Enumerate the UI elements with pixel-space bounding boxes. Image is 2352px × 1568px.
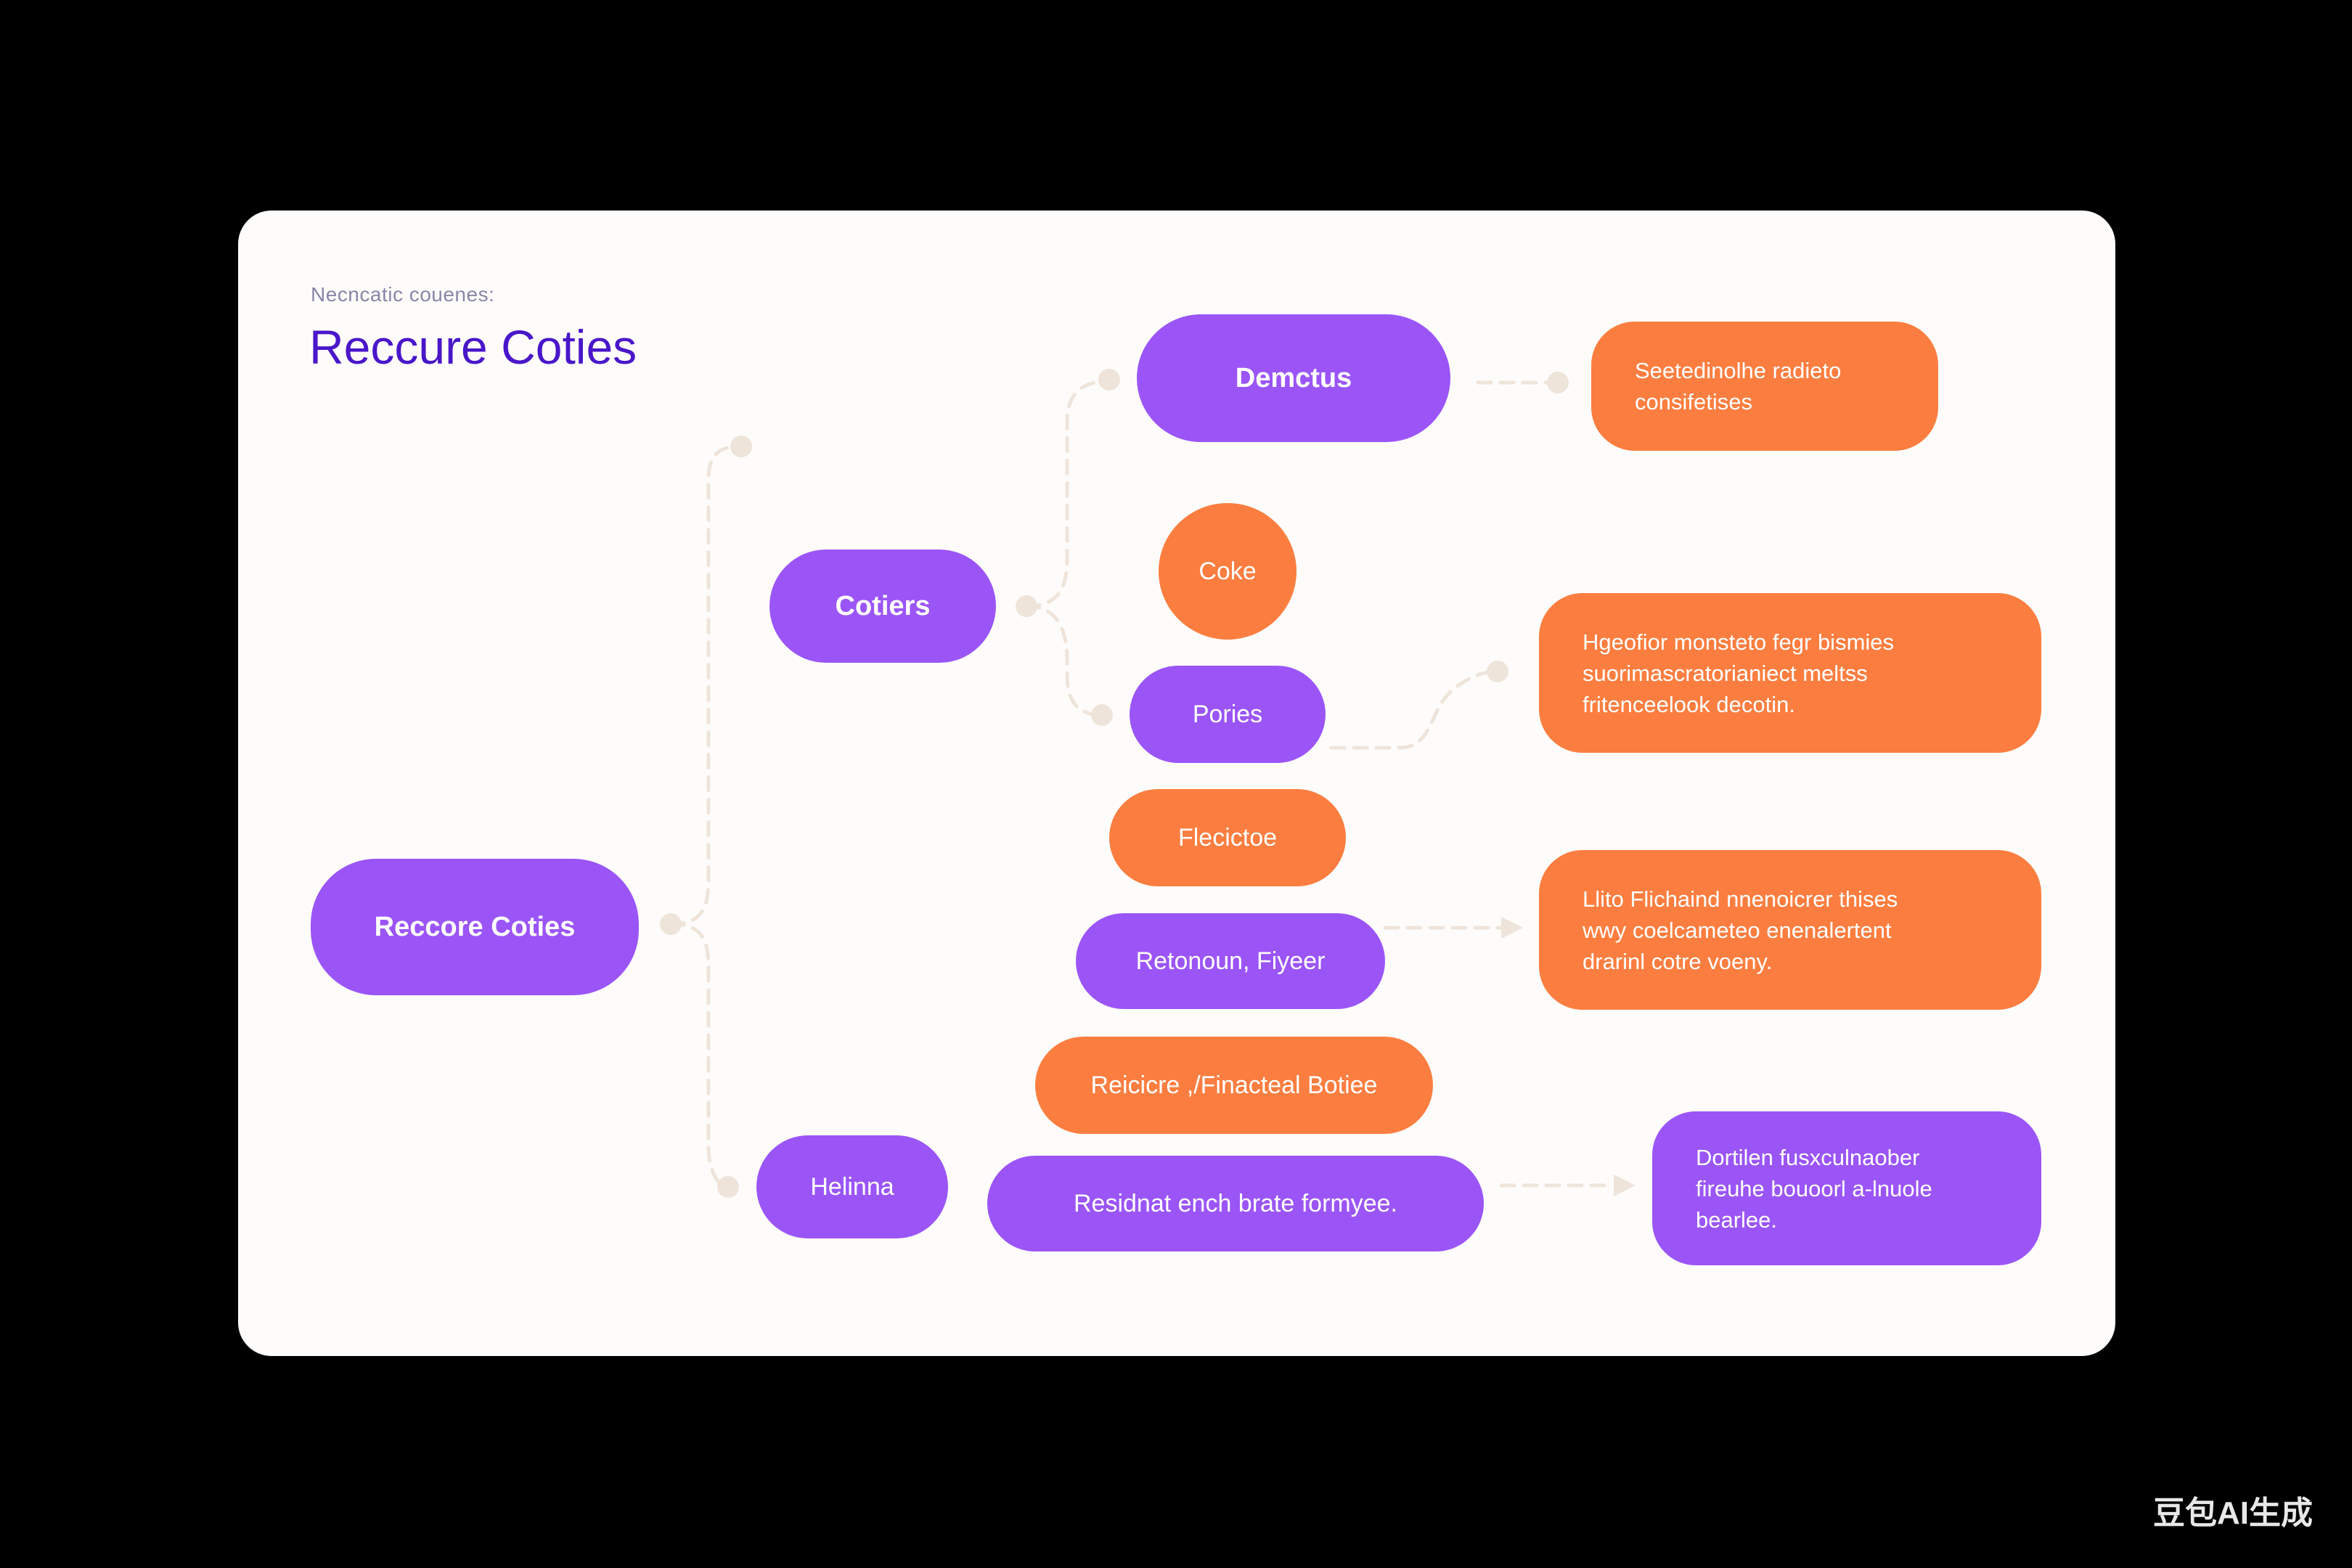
pories-node-label: Pories bbox=[1192, 700, 1263, 728]
helinna-node-label: Helinna bbox=[810, 1172, 894, 1201]
coties-node[interactable]: Cotiers bbox=[769, 550, 996, 663]
root-node[interactable]: Reccore Coties bbox=[311, 859, 639, 995]
note-line: Hgeofior monsteto fegr bismies bbox=[1583, 629, 1895, 655]
note-line: suorimascratorianiect meltss bbox=[1583, 660, 1868, 686]
note-line: consifetises bbox=[1635, 389, 1752, 415]
page-title: Reccure Coties bbox=[309, 320, 637, 374]
watermark-label: 豆包AI生成 bbox=[2153, 1495, 2313, 1531]
demetus-node-label: Demctus bbox=[1235, 362, 1352, 393]
demetus-note: Seetedinolhe radieto consifetises bbox=[1591, 322, 1938, 451]
residnat-node[interactable]: Residnat ench brate formyee. bbox=[987, 1156, 1484, 1251]
note-line: Llito Flichaind nnenoicrer thises bbox=[1583, 886, 1898, 912]
reicore-node-label: Reicicre ,/Finacteal Botiee bbox=[1090, 1071, 1378, 1099]
note-line: fireuhe bouoorl a-lnuole bbox=[1696, 1175, 1932, 1201]
residnat-note: Dortilen fusxculnaober fireuhe bouoorl a… bbox=[1652, 1111, 2041, 1265]
retonoun-node[interactable]: Retonoun, Fiyeer bbox=[1076, 913, 1385, 1009]
coke-node[interactable]: Coke bbox=[1159, 503, 1297, 640]
note-line: wwy coelcameteo enenalertent bbox=[1583, 917, 1892, 943]
demetus-node[interactable]: Demctus bbox=[1137, 314, 1450, 442]
coke-node-label: Coke bbox=[1199, 557, 1257, 585]
residnat-node-label: Residnat ench brate formyee. bbox=[1073, 1189, 1398, 1217]
note-line: bearlee. bbox=[1696, 1206, 1778, 1233]
pories-node[interactable]: Pories bbox=[1130, 666, 1326, 763]
connector-lines bbox=[660, 369, 1636, 1198]
retonoun-note: Llito Flichaind nnenoicrer thises wwy co… bbox=[1539, 850, 2041, 1010]
helinna-node[interactable]: Helinna bbox=[756, 1135, 948, 1238]
diagram-card: Necncatic couenes: Reccure Coties Reccor… bbox=[238, 211, 2115, 1356]
root-node-label: Reccore Coties bbox=[374, 911, 576, 942]
recictioe-node-label: Flecictoe bbox=[1177, 823, 1278, 852]
coties-node-label: Cotiers bbox=[835, 590, 931, 621]
eyebrow-label: Necncatic couenes: bbox=[311, 283, 495, 306]
note-line: drarinl cotre voeny. bbox=[1583, 948, 1773, 974]
retonoun-node-label: Retonoun, Fiyeer bbox=[1135, 947, 1326, 975]
pories-note: Hgeofior monsteto fegr bismies suorimasc… bbox=[1539, 593, 2041, 753]
note-line: Dortilen fusxculnaober bbox=[1696, 1144, 1920, 1170]
reicore-node[interactable]: Reicicre ,/Finacteal Botiee bbox=[1035, 1037, 1433, 1134]
note-line: fritenceelook decotin. bbox=[1583, 691, 1795, 717]
note-line: Seetedinolhe radieto bbox=[1635, 358, 1842, 383]
recictioe-node[interactable]: Flecictoe bbox=[1109, 789, 1346, 886]
